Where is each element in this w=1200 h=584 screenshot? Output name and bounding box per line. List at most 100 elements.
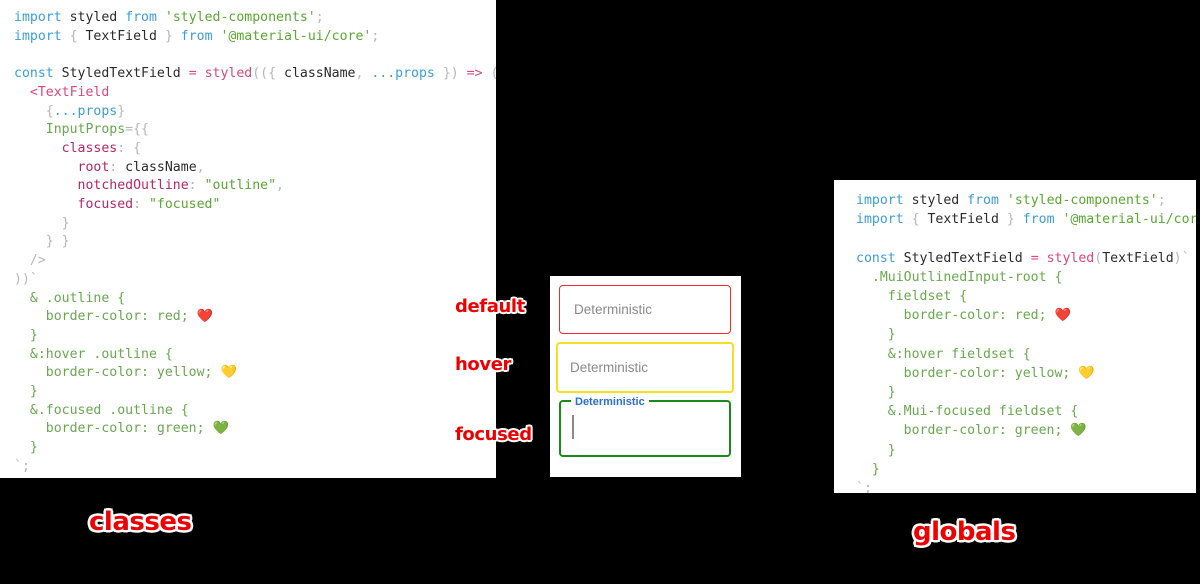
code-token: ❤️ — [1054, 308, 1071, 324]
classes-code-panel: import styled from 'styled-components';i… — [0, 0, 496, 478]
code-token: (({ — [252, 66, 284, 82]
code-line: } — [14, 383, 496, 402]
code-token: border-color: green; — [856, 423, 1071, 439]
code-token: `; — [14, 458, 30, 474]
code-token: &:hover .outline { — [14, 346, 173, 362]
code-token: : — [109, 159, 126, 175]
annotation-focused: focused — [455, 424, 532, 445]
code-token: ; — [1157, 193, 1166, 208]
code-token: } — [117, 103, 126, 119]
code-token: "outline" — [204, 178, 277, 194]
code-token: TextField — [927, 212, 999, 228]
code-line: `; — [856, 479, 1196, 493]
code-line: border-color: yellow; 💛 — [856, 364, 1196, 383]
code-token: } — [856, 461, 880, 477]
classes-code-block[interactable]: import styled from 'styled-components';i… — [14, 9, 496, 477]
textfield-default-value: Deterministic — [574, 302, 653, 317]
code-token: "focused" — [148, 197, 221, 213]
code-line: & .outline { — [14, 290, 496, 309]
code-token: import — [14, 10, 62, 25]
code-line: import styled from 'styled-components'; — [856, 191, 1196, 210]
code-token: notchedOutline — [14, 178, 189, 194]
code-token: import — [856, 193, 904, 208]
code-token: &:hover fieldset { — [856, 346, 1031, 362]
code-token: const — [856, 250, 896, 266]
code-token: '@material-ui/core' — [220, 28, 372, 44]
code-token: ))` — [14, 271, 38, 287]
code-token: StyledTextField — [53, 66, 189, 82]
code-line: .MuiOutlinedInput-root { — [856, 268, 1196, 287]
code-token: & .outline { — [14, 290, 126, 306]
section-title-globals: globals — [913, 517, 1016, 547]
code-line: } — [856, 383, 1196, 402]
code-token: ...props — [53, 103, 118, 119]
code-line — [14, 46, 496, 65]
code-line: &.focused .outline { — [14, 402, 496, 421]
code-line: import { TextField } from '@material-ui/… — [856, 210, 1196, 229]
code-token: import — [14, 28, 62, 44]
code-line: fieldset { — [856, 287, 1196, 306]
code-line: &:hover fieldset { — [856, 345, 1196, 364]
code-token — [157, 10, 165, 25]
code-line: ))` — [14, 271, 496, 290]
code-line: } — [14, 327, 496, 346]
code-line: focused: "focused" — [14, 196, 496, 215]
code-token: : — [188, 178, 205, 194]
code-token: const — [14, 66, 54, 82]
code-token — [197, 66, 205, 81]
code-token: ❤️ — [196, 309, 214, 325]
code-token: => — [466, 66, 483, 82]
code-token: focused — [14, 197, 134, 213]
code-token: TextField — [1102, 250, 1174, 266]
code-token: = — [1030, 250, 1039, 266]
code-token: } — [998, 212, 1023, 228]
code-token: }) — [434, 66, 467, 82]
code-line: } — [856, 441, 1196, 460]
code-token: } — [856, 385, 896, 401]
globals-code-block[interactable]: import styled from 'styled-components';i… — [856, 191, 1196, 493]
code-token: ; — [371, 28, 380, 44]
code-token: border-color: red; — [856, 308, 1055, 324]
code-token: } — [14, 327, 38, 343]
code-line: border-color: yellow; 💛 — [14, 364, 496, 383]
code-token: border-color: yellow; — [14, 365, 221, 381]
textfield-default[interactable]: Deterministic — [559, 285, 731, 334]
code-line — [856, 229, 1196, 248]
textfield-focused[interactable]: Deterministic — [559, 394, 731, 457]
code-line: import styled from 'styled-components'; — [14, 9, 496, 28]
code-token: &.Mui-focused fieldset { — [856, 404, 1079, 420]
code-token: } — [14, 440, 38, 456]
code-line: &.Mui-focused fieldset { — [856, 402, 1196, 421]
code-token: '@material-ui/core' — [1062, 212, 1196, 228]
code-token: .MuiOutlinedInput-root { — [856, 269, 1063, 285]
textfield-hover-value: Deterministic — [570, 360, 649, 375]
code-token: from — [1022, 212, 1055, 228]
code-line: {...props} — [14, 103, 496, 122]
code-token: , — [196, 159, 205, 175]
globals-code-panel: import styled from 'styled-components';i… — [834, 180, 1196, 493]
code-token: , — [276, 178, 284, 194]
code-token: border-color: green; — [14, 421, 213, 437]
code-token: 'styled-components' — [1006, 193, 1158, 208]
code-token: styled — [1046, 250, 1095, 266]
code-token: { — [61, 28, 86, 44]
code-token: classes — [14, 140, 118, 156]
code-token: } — [156, 28, 181, 44]
code-token: 'styled-components' — [164, 10, 316, 25]
code-line: classes: { — [14, 140, 496, 159]
code-line: } — [856, 325, 1196, 344]
textfield-focused-floating-label: Deterministic — [571, 394, 649, 410]
textfield-hover[interactable]: Deterministic — [556, 342, 734, 393]
code-token: TextField — [85, 28, 157, 44]
code-token: } — [14, 384, 38, 400]
code-token — [999, 193, 1007, 208]
code-token: `; — [856, 481, 872, 493]
code-token: { — [14, 103, 54, 119]
code-token: border-color: yellow; — [856, 365, 1079, 381]
code-token: styled — [204, 66, 253, 82]
code-token: : — [133, 197, 149, 213]
code-token: /> — [14, 253, 46, 269]
annotation-default: default — [455, 296, 525, 317]
code-token: )` — [1173, 250, 1190, 266]
